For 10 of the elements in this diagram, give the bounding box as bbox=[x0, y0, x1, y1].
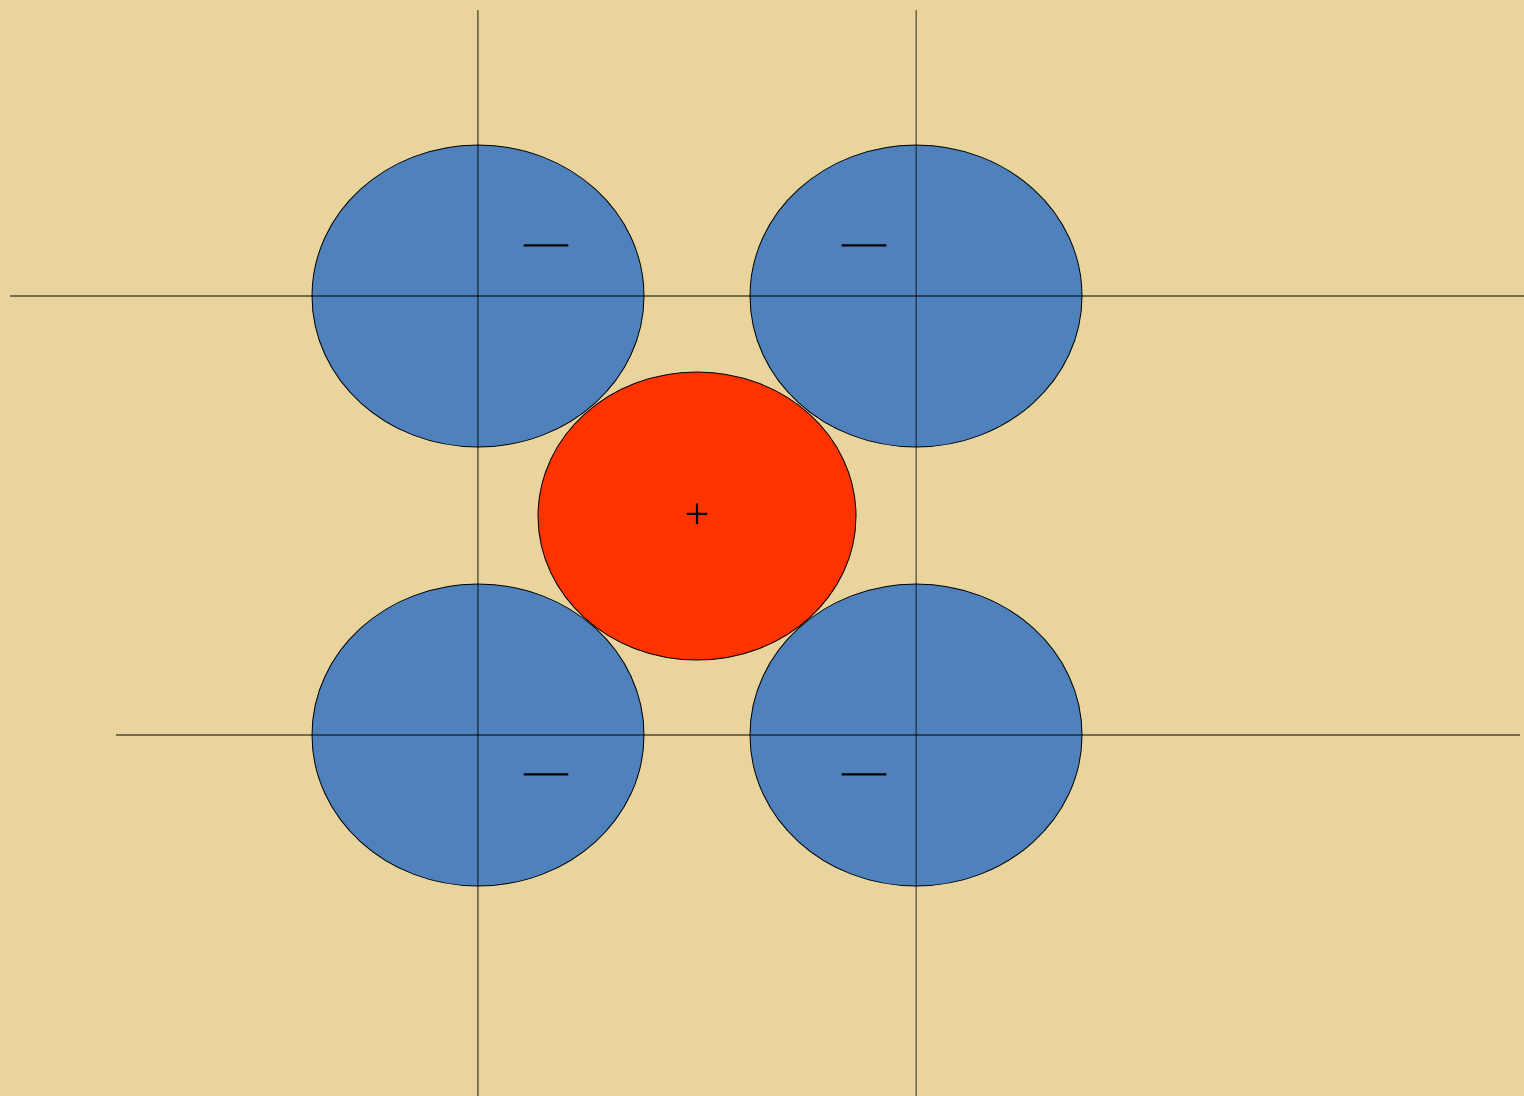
charge-sign: — bbox=[841, 244, 887, 247]
charge-sign: + bbox=[686, 503, 708, 525]
charge-ellipse bbox=[311, 144, 645, 448]
charge-ellipse bbox=[311, 583, 645, 887]
charge-sign: — bbox=[841, 773, 887, 776]
charge-ellipse bbox=[537, 371, 857, 661]
charge-sign: — bbox=[523, 244, 569, 247]
charge-ellipse bbox=[749, 144, 1083, 448]
charge-sign: — bbox=[523, 773, 569, 776]
charge-ellipse bbox=[749, 583, 1083, 887]
